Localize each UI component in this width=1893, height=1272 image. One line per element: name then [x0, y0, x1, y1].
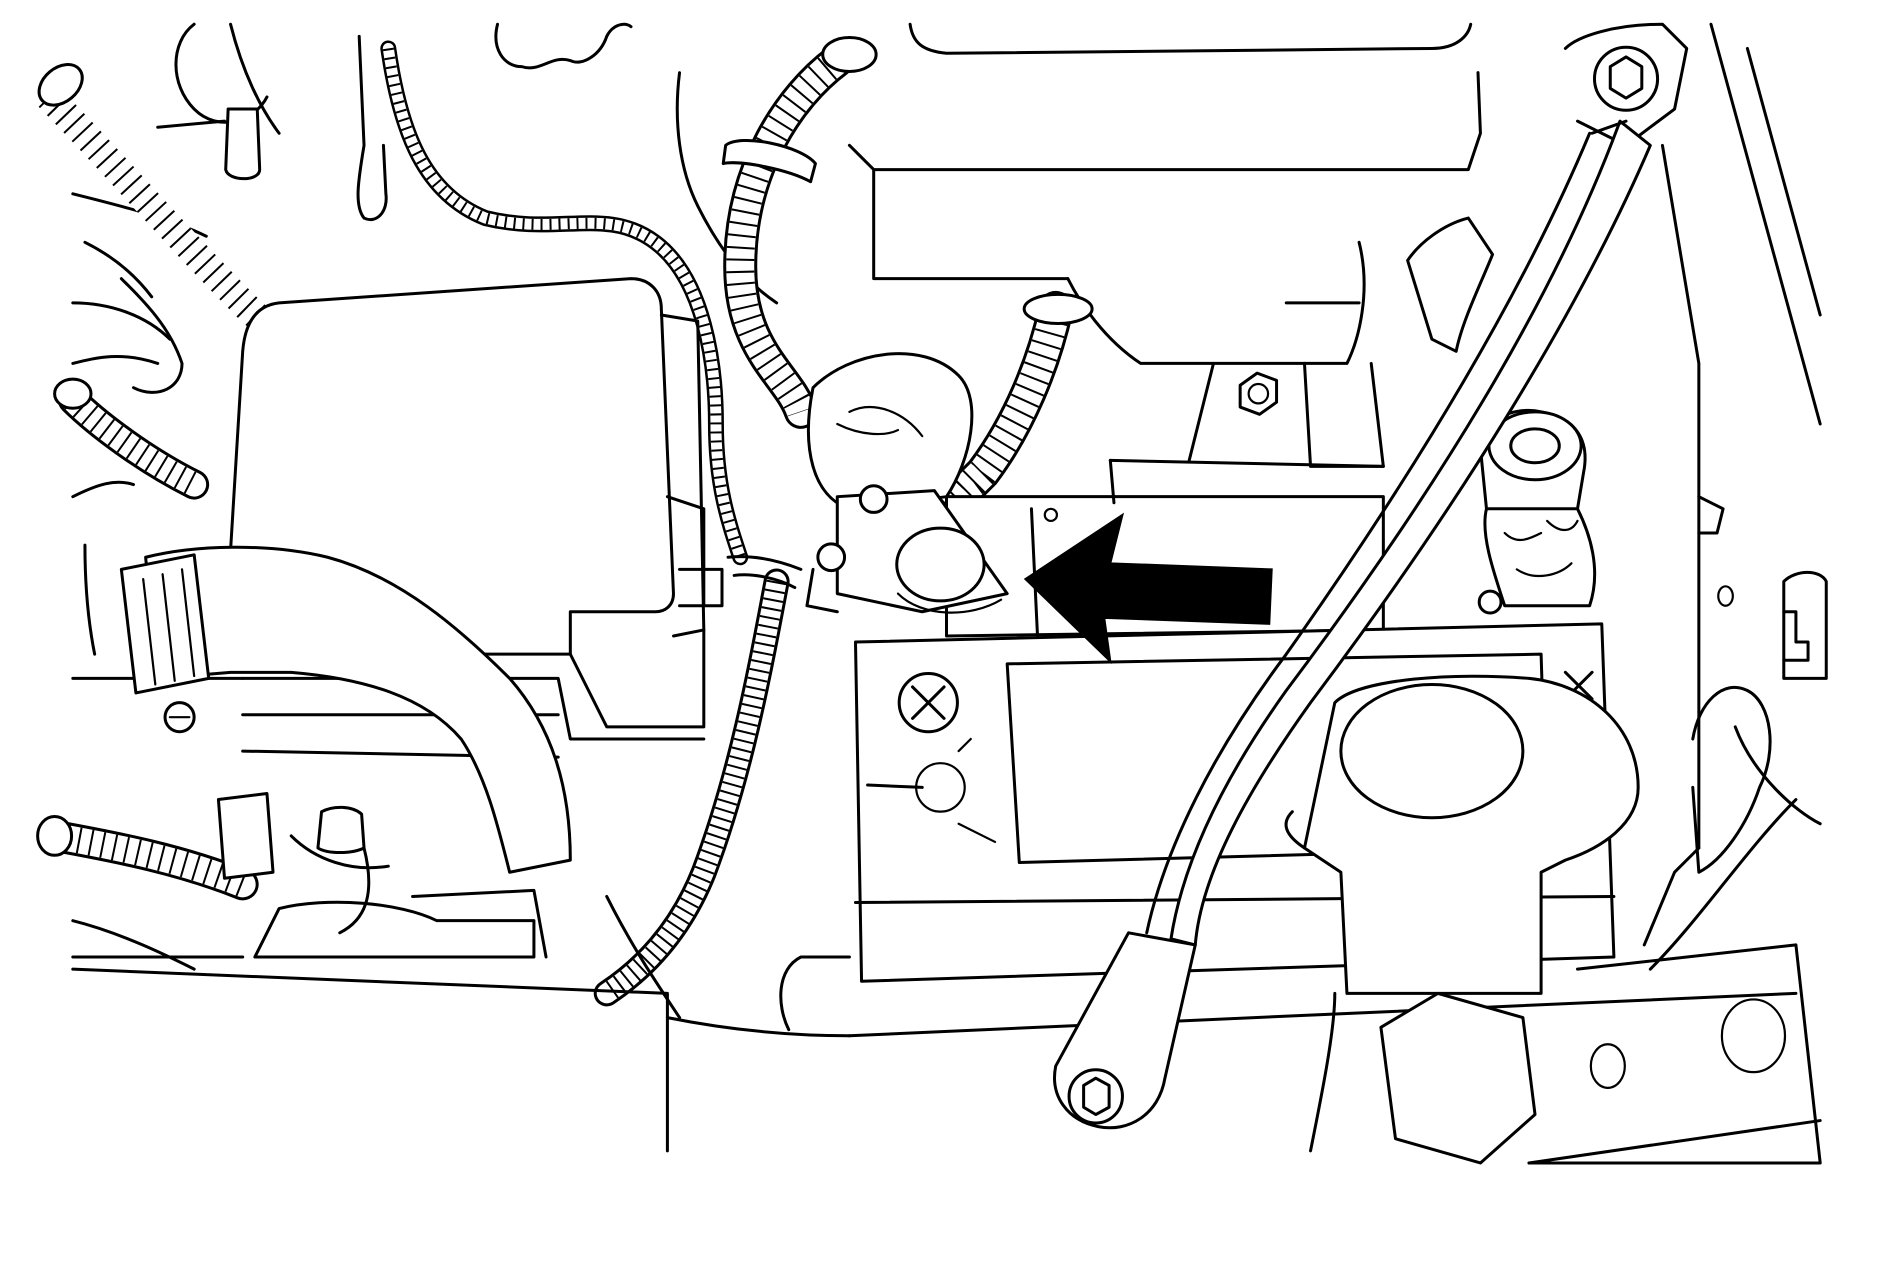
right-structure: [1110, 24, 1826, 993]
lower-bracket: [1311, 945, 1821, 1163]
battery-negative-terminal: [728, 354, 1007, 613]
lower-panels: [73, 896, 1796, 1150]
strut-brace: [1055, 121, 1651, 1128]
arrow-left-icon: [1025, 515, 1271, 662]
engine-background: [73, 24, 1481, 969]
air-intake-hose: [85, 545, 570, 957]
